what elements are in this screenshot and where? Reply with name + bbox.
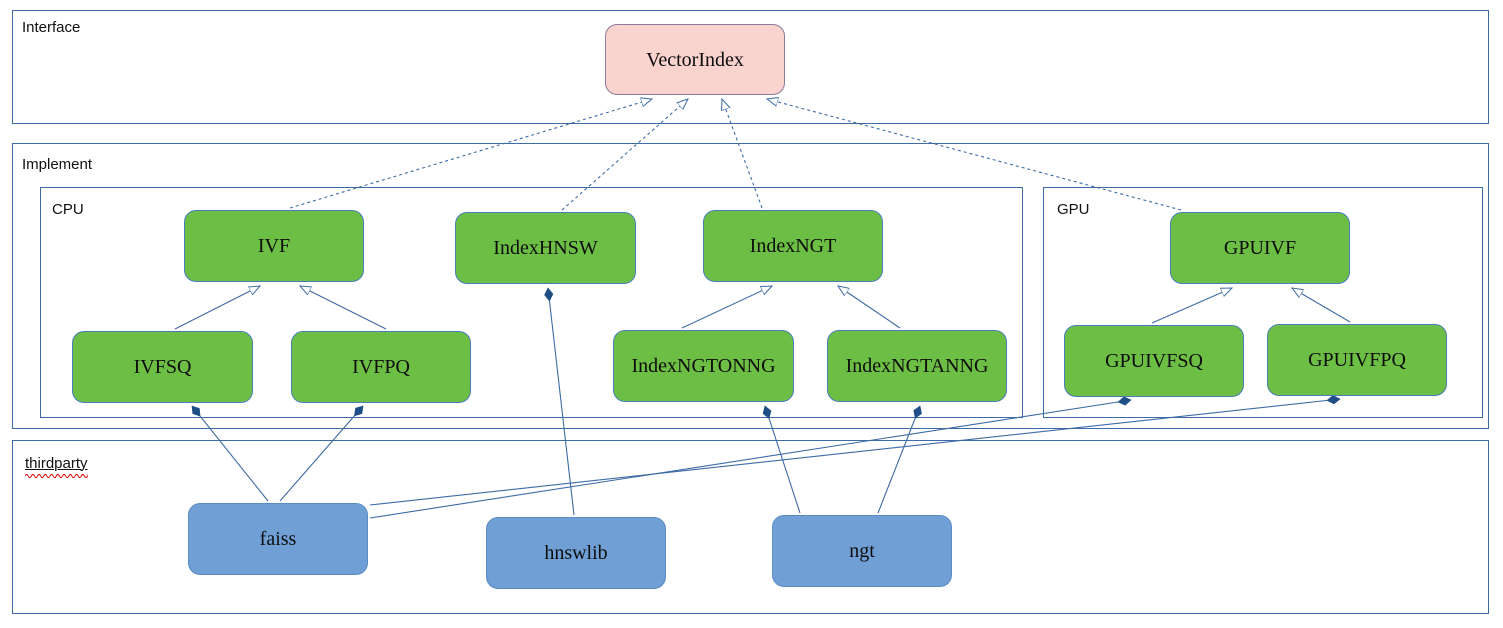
group-label-thirdparty: thirdparty: [25, 456, 88, 478]
group-label-interface: Interface: [22, 19, 81, 36]
node-IndexNGTONNG[interactable]: IndexNGTONNG: [613, 330, 794, 402]
node-label: IVF: [257, 235, 291, 257]
node-GPUIVF[interactable]: GPUIVF: [1170, 212, 1350, 284]
node-label: VectorIndex: [646, 48, 744, 71]
node-IndexNGTANNG[interactable]: IndexNGTANNG: [827, 330, 1007, 402]
group-label-gpu: GPU: [1057, 201, 1090, 218]
node-GPUIVFPQ[interactable]: GPUIVFPQ: [1267, 324, 1447, 396]
node-label: faiss: [259, 528, 297, 550]
node-label: IVFSQ: [133, 356, 192, 378]
node-IVF[interactable]: IVF: [184, 210, 364, 282]
node-label: GPUIVF: [1223, 237, 1297, 259]
node-IndexNGT[interactable]: IndexNGT: [703, 210, 883, 282]
spellcheck-squiggle-icon: [25, 473, 88, 478]
node-hnswlib[interactable]: hnswlib: [486, 517, 666, 589]
node-label: IVFPQ: [352, 356, 410, 378]
node-VectorIndex[interactable]: VectorIndex: [605, 24, 785, 95]
node-label: GPUIVFSQ: [1105, 350, 1203, 372]
group-label-cpu: CPU: [52, 201, 84, 218]
node-label: IndexNGTONNG: [631, 355, 776, 377]
node-GPUIVFSQ[interactable]: GPUIVFSQ: [1064, 325, 1244, 397]
node-IVFSQ[interactable]: IVFSQ: [72, 331, 253, 403]
node-label: IndexNGT: [749, 235, 837, 257]
node-label: hnswlib: [544, 542, 608, 564]
node-faiss[interactable]: faiss: [188, 503, 368, 575]
group-label-implement: Implement: [22, 156, 93, 173]
node-IndexHNSW[interactable]: IndexHNSW: [455, 212, 636, 284]
node-IVFPQ[interactable]: IVFPQ: [291, 331, 471, 403]
node-label: IndexHNSW: [493, 237, 598, 259]
node-ngt[interactable]: ngt: [772, 515, 952, 587]
node-label: GPUIVFPQ: [1308, 349, 1406, 371]
node-label: IndexNGTANNG: [845, 355, 989, 377]
node-label: ngt: [849, 540, 875, 562]
